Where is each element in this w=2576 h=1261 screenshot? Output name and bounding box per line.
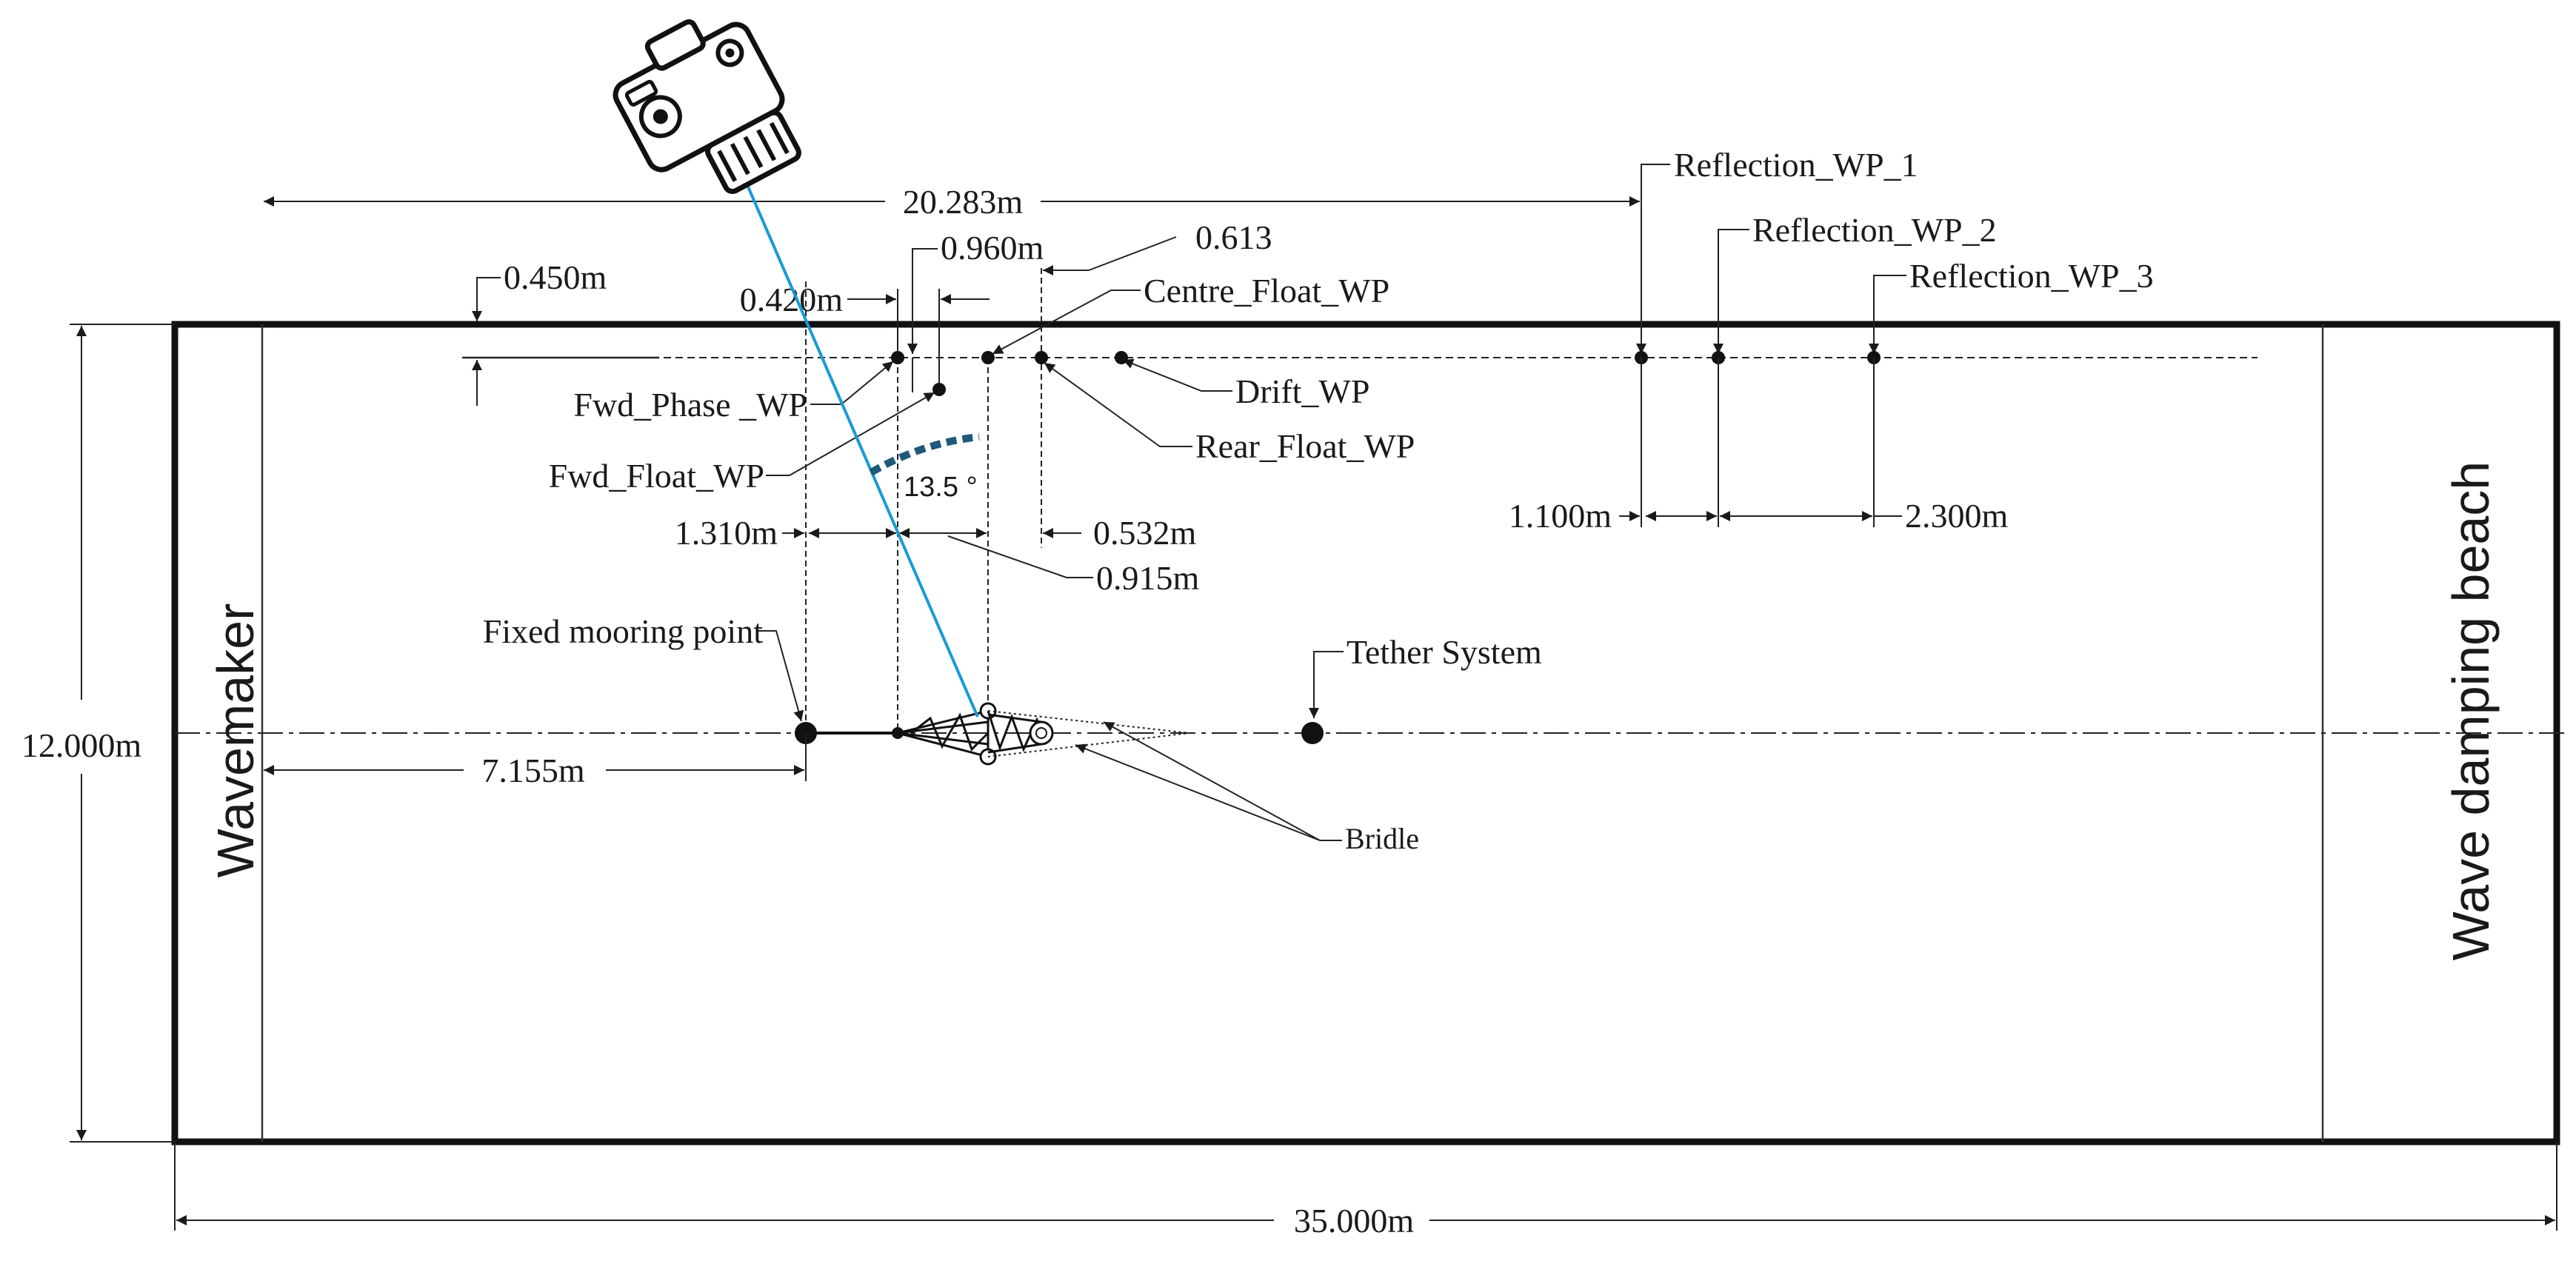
tank-length-label: 35.000m: [1294, 1202, 1415, 1240]
reflection-distance-label: 20.283m: [903, 183, 1024, 221]
device-truss-zigzag: [910, 712, 990, 752]
fixed-mooring-leader: [757, 630, 804, 722]
mooring-to-rear-leader: [947, 535, 1093, 578]
drift-offset-leader: [1088, 236, 1177, 271]
fwd-float-label: Fwd_Float_WP: [549, 457, 764, 495]
fwd-phase-leader: [810, 361, 894, 405]
centre-float-label: Centre_Float_WP: [1144, 272, 1389, 310]
tether-point: [1301, 722, 1324, 744]
fwd-float-offset-leader: [907, 248, 938, 354]
beach-label: Wave damping beach: [2442, 461, 2500, 960]
centre-float-point: [981, 351, 995, 364]
tether-label: Tether System: [1347, 633, 1542, 671]
reflection-wp2-leader: [1713, 229, 1749, 354]
device-truss-top-lower: [897, 720, 989, 735]
bridle-leader-lower: [1075, 743, 1321, 841]
fwd-float-offset-label: 0.960m: [941, 229, 1044, 267]
tank-width-label: 12.000m: [21, 726, 142, 764]
bridle-line-upper: [987, 710, 1190, 734]
reflection-wp1-leader: [1636, 164, 1670, 354]
device-truss-bottom-lower: [897, 732, 989, 746]
drift-offset-label: 0.613: [1195, 218, 1272, 256]
fwd-float-leader: [766, 392, 935, 476]
fwd-phase-to-mooring-label: 1.310m: [675, 514, 778, 552]
rear-float-label: Rear_Float_WP: [1195, 427, 1415, 465]
camera-sightline: [744, 179, 979, 718]
wall-offset-label: 0.450m: [504, 258, 607, 296]
drift-leader: [1122, 358, 1232, 392]
reflection-wp2-label: Reflection_WP_2: [1752, 211, 1997, 249]
reflection-spacing-2-label: 2.300m: [1905, 497, 2009, 535]
bridle-label: Bridle: [1345, 822, 1419, 855]
fwd-phase-label: Fwd_Phase _WP: [573, 386, 807, 424]
rear-float-leader: [1044, 362, 1192, 447]
reflection-wp1-label: Reflection_WP_1: [1674, 146, 1918, 184]
camera-angle-arc: [869, 433, 980, 476]
reflection-wp3-label: Reflection_WP_3: [1909, 257, 2154, 295]
drift-label: Drift_WP: [1235, 372, 1369, 410]
camera-angle-label: 13.5 °: [904, 472, 978, 503]
fwd-phase-point: [891, 351, 904, 364]
mooring-offset-label: 7.155m: [481, 752, 585, 789]
wall-offset-leader-top: [472, 277, 501, 321]
device-rear-bottom: [987, 743, 1042, 754]
rear-float-to-drift-label: 0.532m: [1093, 514, 1197, 552]
reflection-spacing-1-label: 1.100m: [1509, 497, 1612, 535]
camera-icon: [613, 19, 801, 195]
centre-float-leader: [992, 290, 1141, 355]
rear-float-point: [1035, 351, 1048, 364]
reflection-wp3-leader: [1869, 275, 1906, 354]
tether-leader: [1309, 651, 1344, 718]
device-rear-float-inner: [1035, 727, 1047, 739]
device-rear-top: [987, 713, 1042, 723]
fixed-mooring-label: Fixed mooring point: [483, 612, 763, 650]
wavemaker-label: Wavemaker: [207, 603, 264, 878]
fwd-float-point: [932, 383, 946, 396]
drift-point: [1115, 351, 1128, 364]
bridle-leader-upper: [1103, 721, 1321, 841]
mooring-to-rear-label: 0.915m: [1096, 559, 1200, 597]
